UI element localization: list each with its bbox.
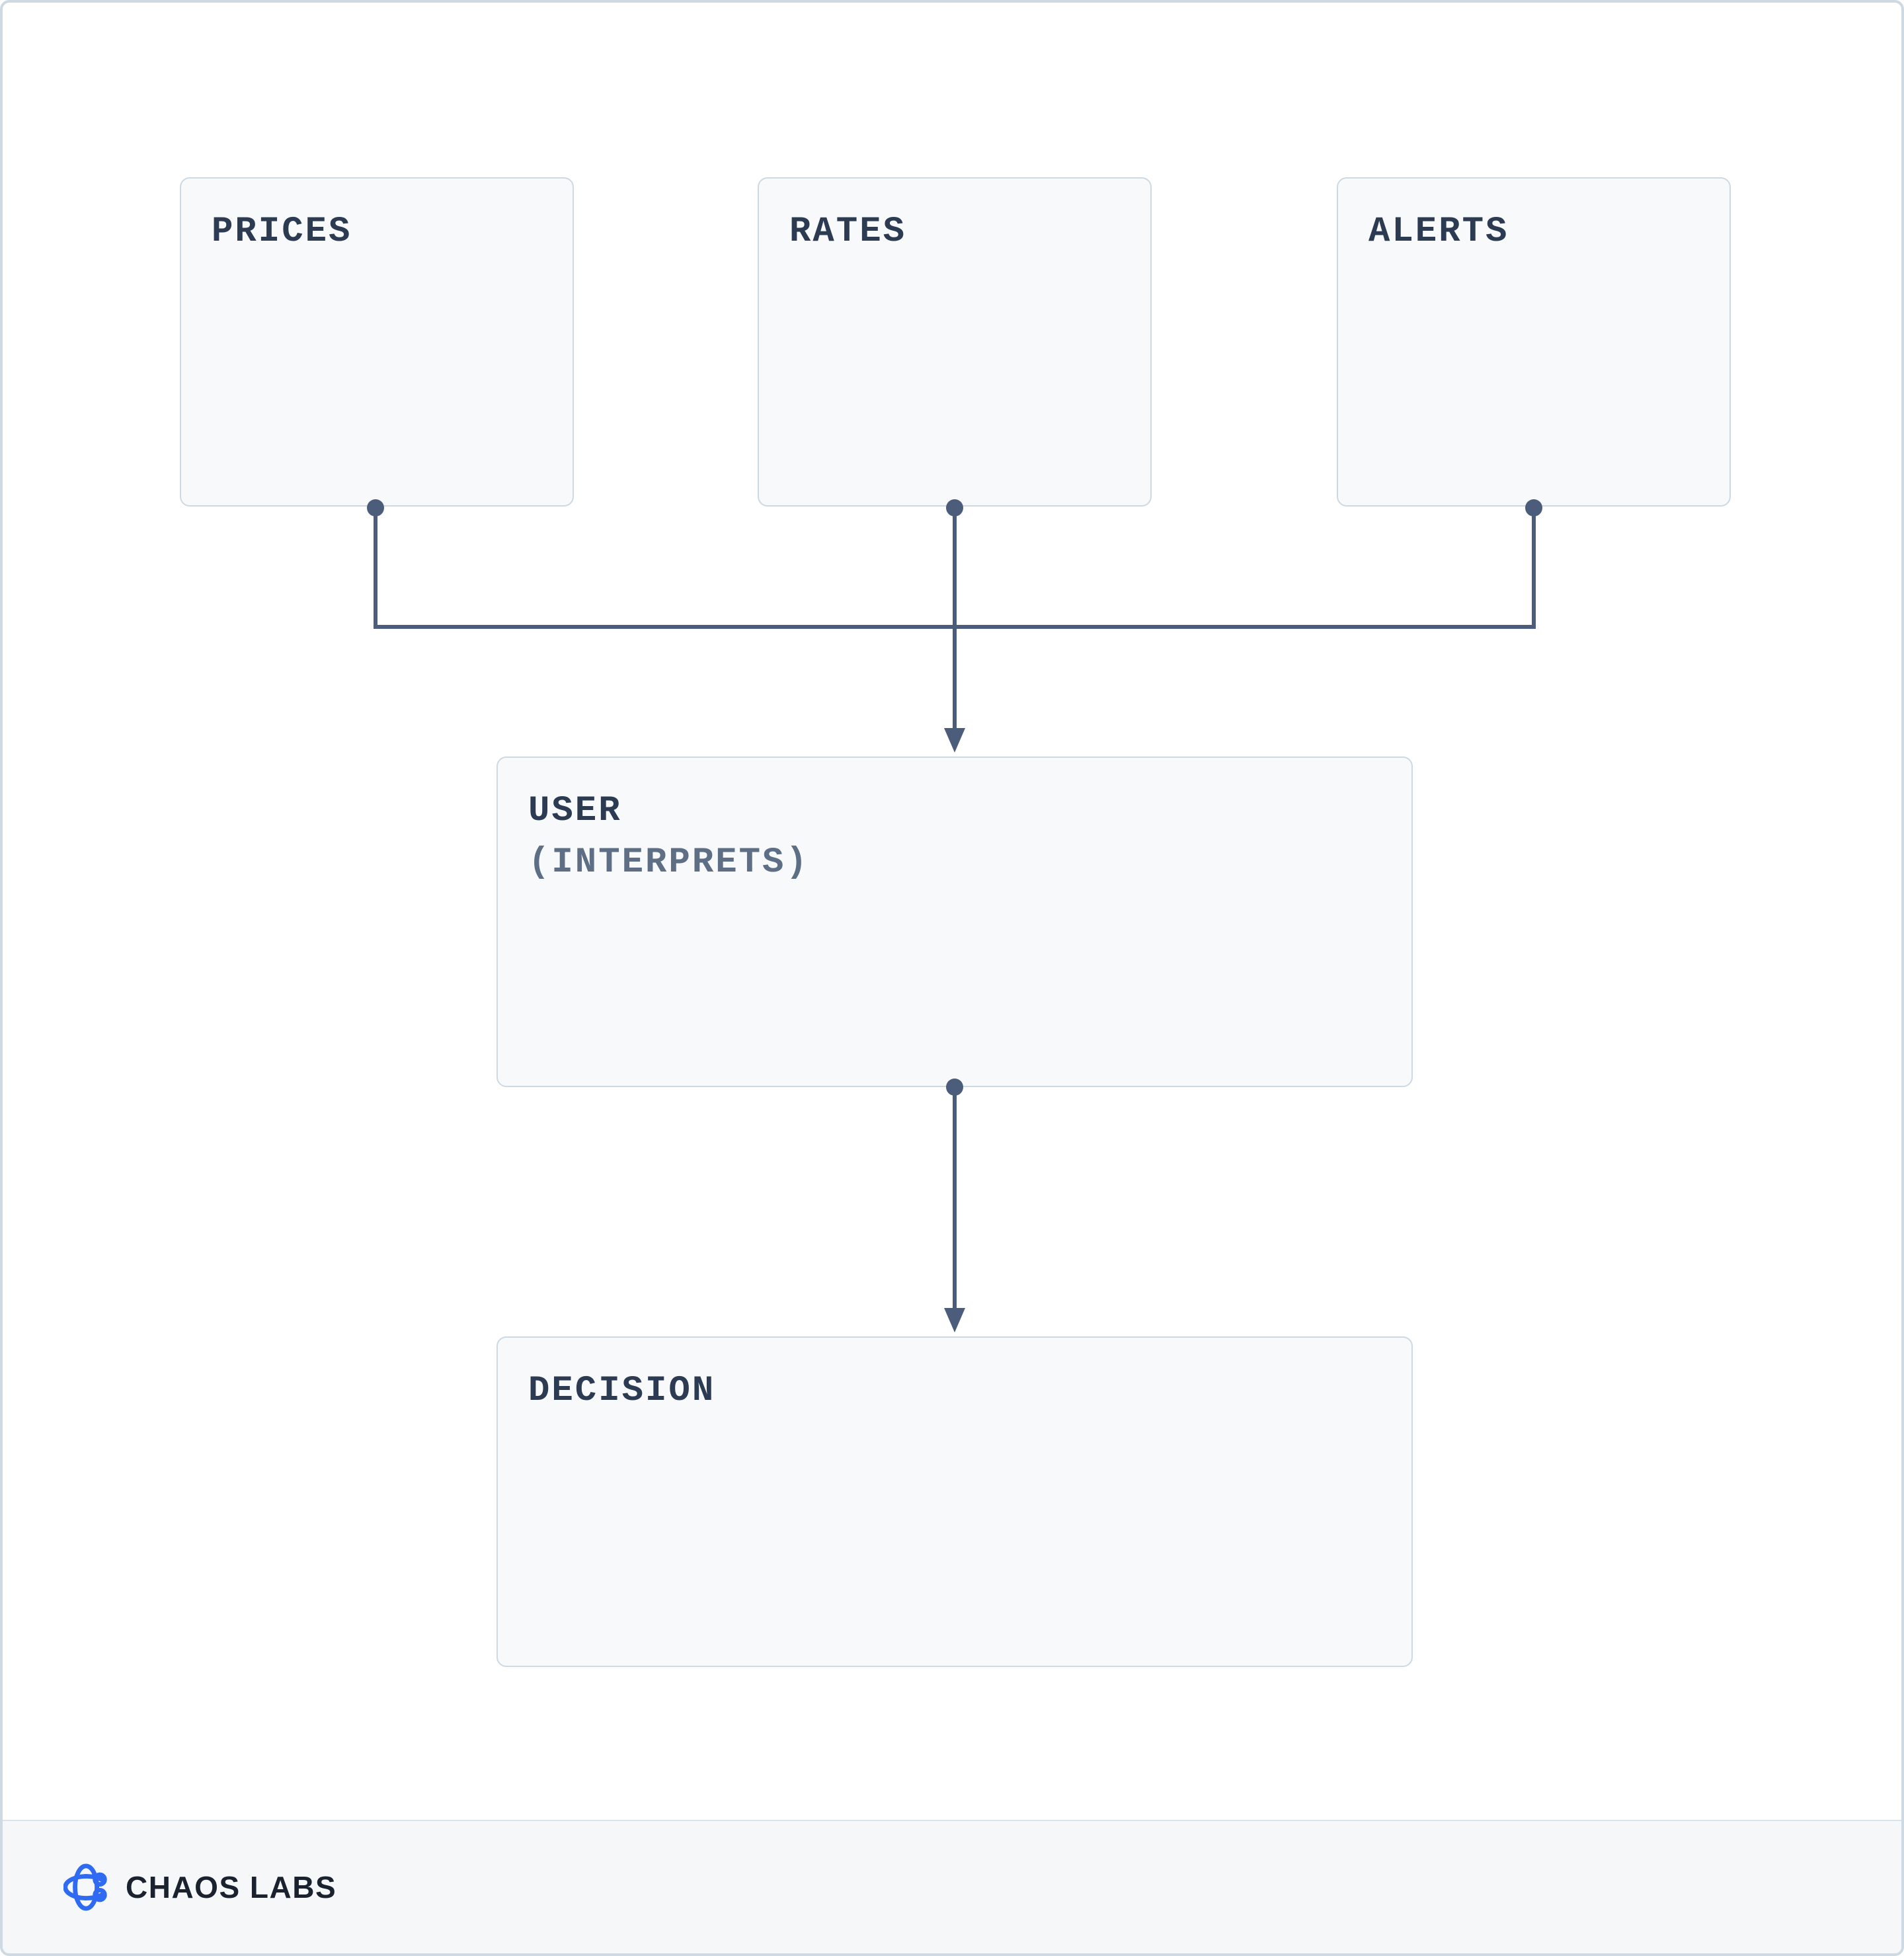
- node-alerts-label: ALERTS: [1368, 212, 1509, 252]
- footer: CHAOS LABS: [3, 1820, 1901, 1953]
- footer-brand-label: CHAOS LABS: [126, 1870, 337, 1904]
- node-decision: DECISION: [496, 1336, 1413, 1667]
- node-rates-label: RATES: [789, 212, 907, 252]
- edge-prices-alerts-bus: [374, 508, 1536, 629]
- chaos-labs-logo-icon: [63, 1863, 107, 1911]
- node-prices: PRICES: [180, 177, 574, 507]
- node-alerts: ALERTS: [1337, 177, 1731, 507]
- node-user: USER (INTERPRETS): [496, 756, 1413, 1087]
- node-user-label: USER: [528, 791, 622, 831]
- node-prices-label: PRICES: [212, 212, 352, 252]
- node-rates: RATES: [758, 177, 1152, 507]
- node-user-sublabel: (INTERPRETS): [528, 842, 809, 883]
- arrowhead-to-decision: [944, 1308, 965, 1332]
- arrowhead-to-user: [944, 728, 965, 753]
- node-decision-label: DECISION: [528, 1371, 716, 1411]
